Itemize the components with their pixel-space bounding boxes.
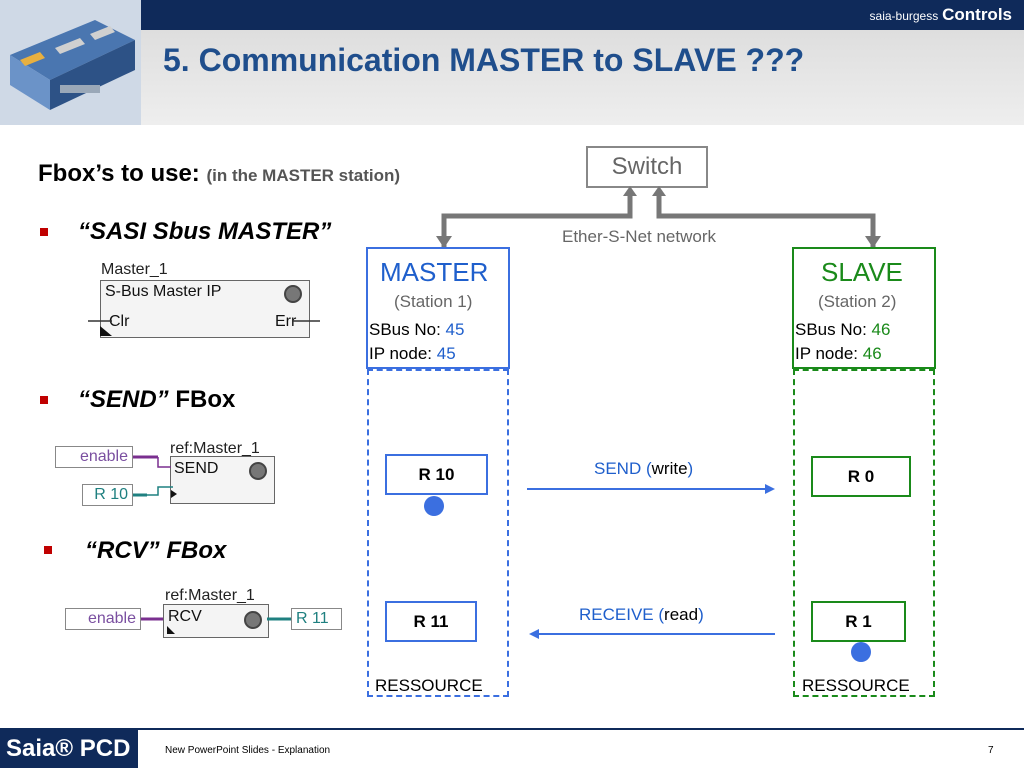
slave-sbus-label: SBus No: [795, 320, 867, 339]
slave-ip: IP node: 46 [795, 344, 882, 364]
fbox-heading-sub: (in the MASTER station) [206, 166, 401, 185]
fbox-led-icon [244, 611, 262, 629]
bullet-send: “SEND” FBox [78, 386, 235, 414]
slave-station-number: (Station 2) [818, 292, 897, 311]
send-label: SEND (write) [594, 459, 693, 479]
master-ip-value: 45 [436, 344, 456, 363]
bullet-rcv: “RCV” FBox [85, 537, 227, 564]
fbox-master-block[interactable]: S-Bus Master IP Clr Err [100, 280, 310, 338]
slave-register-send[interactable]: R 0 [811, 456, 911, 497]
master-sbus-value: 45 [445, 320, 465, 339]
receive-label-close: ) [698, 605, 704, 624]
bullet-sasi: “SASI Sbus MASTER” [78, 218, 332, 245]
footer-logo: Saia® PCD [0, 730, 138, 768]
slave-resource-area [793, 369, 935, 697]
slave-title: SLAVE [821, 257, 903, 287]
master-send-dot [424, 496, 444, 516]
fbox-rcv-enable[interactable]: enable [65, 608, 141, 630]
slave-ip-label: IP node: [795, 344, 859, 363]
footer-text: New PowerPoint Slides - Explanation [165, 745, 331, 756]
fbox-rcv-title: RCV [168, 608, 202, 625]
master-resource-label: RESSOURCE [375, 676, 483, 695]
master-register-recv[interactable]: R 11 [385, 601, 477, 642]
slave-station: SLAVE (Station 2) SBus No: 46 IP node: 4… [792, 247, 936, 369]
receive-label: RECEIVE (read) [579, 605, 704, 625]
fbox-master-connectors [88, 320, 320, 336]
receive-arrow [529, 629, 775, 639]
slave-sbus: SBus No: 46 [795, 320, 890, 340]
send-label-word: write [651, 459, 688, 478]
page-number: 7 [988, 745, 994, 756]
bullet-send-italic: “SEND” [78, 386, 169, 413]
fbox-rcv-connectors [141, 617, 291, 634]
slave-resource-label: RESSOURCE [802, 676, 910, 695]
brand-name: Controls [942, 5, 1012, 24]
fbox-master-err: Err [275, 313, 297, 330]
switch-box: Switch [586, 146, 708, 188]
bullet-send-plain: FBox [175, 386, 236, 413]
master-station-number: (Station 1) [394, 292, 473, 311]
master-register-send[interactable]: R 10 [385, 454, 488, 495]
master-sbus-label: SBus No: [369, 320, 441, 339]
master-sbus: SBus No: 45 [369, 320, 464, 340]
network-label: Ether-S-Net network [562, 227, 716, 246]
master-ip: IP node: 45 [369, 344, 456, 364]
master-resource-area [367, 369, 509, 697]
fbox-send-register[interactable]: R 10 [82, 484, 133, 506]
slide-title: 5. Communication MASTER to SLAVE ??? [163, 42, 805, 78]
fbox-rcv-name: ref:Master_1 [165, 587, 255, 604]
network-connections [436, 186, 881, 248]
brand-logo: saia-burgess Controls [870, 5, 1012, 25]
send-label-close: ) [687, 459, 694, 478]
fbox-send-connectors [133, 455, 177, 498]
master-ip-label: IP node: [369, 344, 433, 363]
fbox-master-name: Master_1 [101, 261, 168, 278]
slave-register-recv[interactable]: R 1 [811, 601, 906, 642]
slave-sbus-value: 46 [871, 320, 891, 339]
receive-label-prefix: RECEIVE ( [579, 605, 665, 624]
fbox-heading-main: Fbox’s to use: [38, 160, 200, 187]
fbox-led-icon [284, 285, 302, 303]
receive-label-word: read [664, 605, 699, 624]
slave-ip-value: 46 [862, 344, 882, 363]
bullet-marker [44, 546, 52, 554]
footer-line [0, 728, 1024, 730]
fbox-rcv-register[interactable]: R 11 [291, 608, 342, 630]
header-band [141, 30, 1024, 125]
fbox-send-block[interactable]: SEND [170, 456, 275, 504]
hardware-image [0, 0, 141, 125]
bullet-marker [40, 228, 48, 236]
master-title: MASTER [380, 257, 489, 287]
bullet-marker [40, 396, 48, 404]
send-arrow [527, 484, 775, 494]
slave-recv-dot [851, 642, 871, 662]
fbox-send-name: ref:Master_1 [170, 440, 260, 457]
fbox-heading: Fbox’s to use: (in the MASTER station) [38, 160, 400, 188]
brand-prefix: saia-burgess [869, 9, 939, 23]
fbox-led-icon [249, 462, 267, 480]
fbox-send-title: SEND [174, 460, 219, 477]
top-bar [0, 0, 1024, 30]
fbox-send-enable[interactable]: enable [55, 446, 133, 468]
fbox-rcv-block[interactable]: RCV [163, 604, 269, 638]
fbox-master-title: S-Bus Master IP [105, 283, 222, 300]
fbox-master-clr: Clr [109, 313, 130, 330]
send-label-prefix: SEND ( [594, 459, 652, 478]
master-station: MASTER (Station 1) SBus No: 45 IP node: … [366, 247, 510, 369]
